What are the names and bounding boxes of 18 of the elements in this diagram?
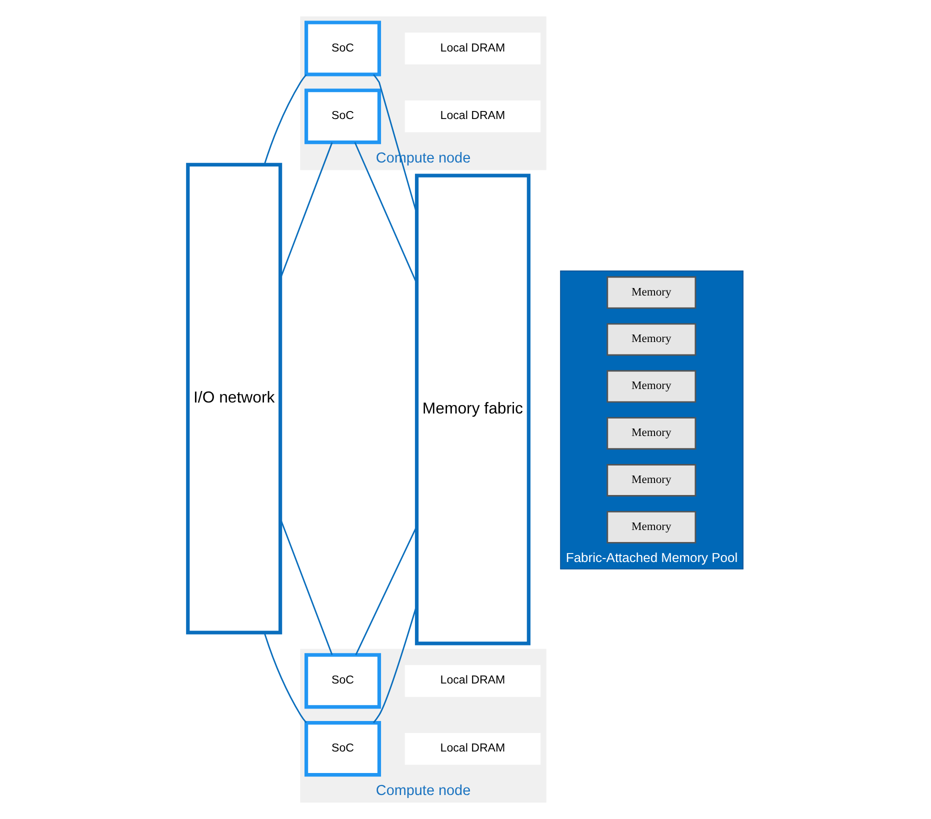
node-box: SoC xyxy=(304,721,382,777)
node-box: Memory xyxy=(606,323,696,356)
connector xyxy=(355,526,418,656)
connector xyxy=(264,74,307,165)
node-box: Memory xyxy=(606,510,696,544)
connector xyxy=(280,142,333,279)
node-box: SoC xyxy=(304,20,382,76)
connector xyxy=(354,142,418,284)
connector xyxy=(280,518,333,656)
node-box: Memory xyxy=(606,464,696,496)
node-box: Memory xyxy=(606,417,696,450)
node-box: SoC xyxy=(304,88,382,144)
node-box: I/O network xyxy=(186,162,282,634)
node-box: Memory fabric xyxy=(414,174,530,646)
connector xyxy=(264,632,307,724)
node-box: Memory xyxy=(606,370,696,403)
node-box: Memory xyxy=(606,276,696,309)
node-box: SoC xyxy=(304,653,382,709)
